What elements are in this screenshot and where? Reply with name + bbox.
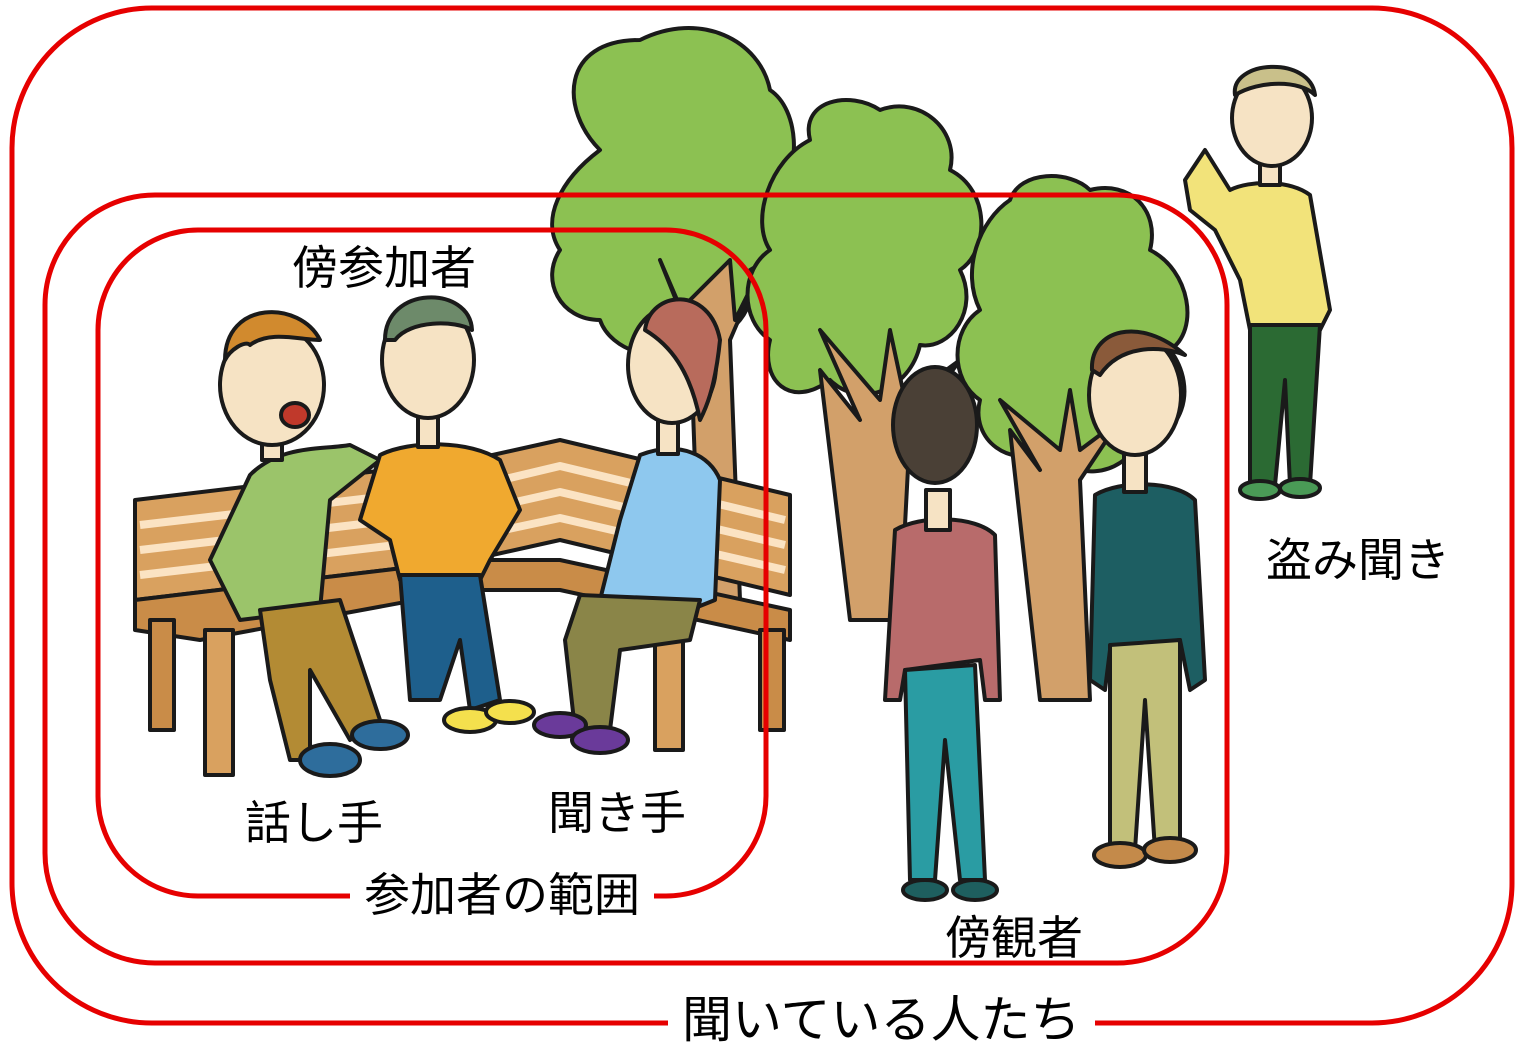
bystander-back-figure [883,365,1002,902]
label-speaker: 話し手 [245,796,383,850]
eavesdropper-figure [1183,64,1332,501]
side-participant-figure [358,295,536,734]
label-side-participant: 傍参加者 [292,241,476,295]
bystander-range-frame [42,192,1230,966]
speaker-figure [208,310,410,778]
label-listener: 聞き手 [548,786,686,840]
label-participant-range: 参加者の範囲 [350,872,654,918]
bystander-front-figure [1087,329,1207,869]
label-eavesdropper: 盗み聞き [1266,533,1450,587]
label-bystander: 傍観者 [945,911,1083,965]
listener-figure [532,297,722,755]
label-hearers: 聞いている人たち [668,995,1095,1045]
